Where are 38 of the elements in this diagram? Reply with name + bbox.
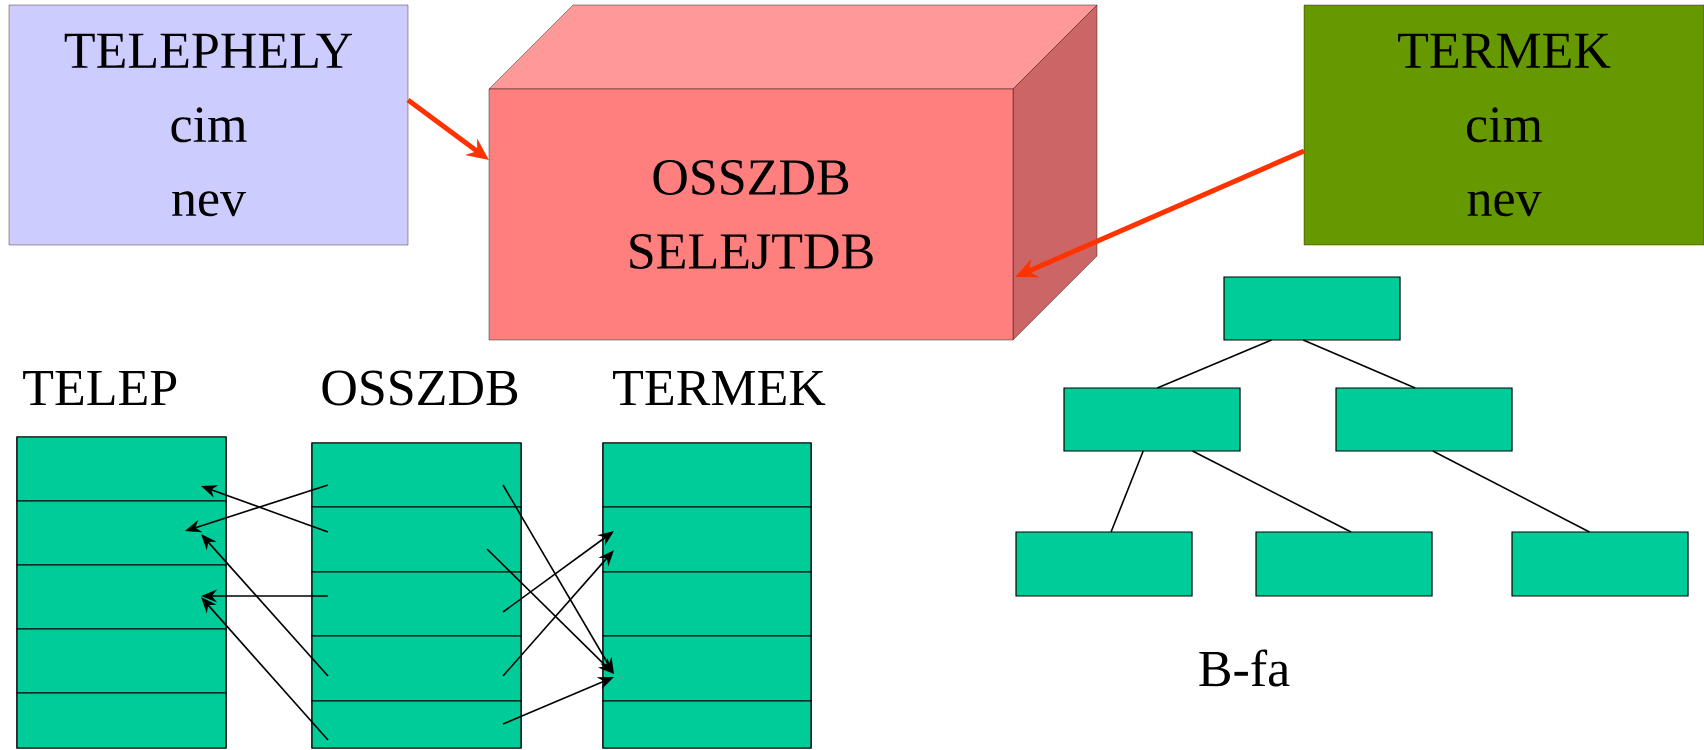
- tree-line: [1156, 339, 1273, 389]
- tree-node-box: [1223, 276, 1401, 341]
- tree-line: [1302, 339, 1416, 389]
- table-row: [16, 500, 227, 566]
- arrow: [502, 550, 614, 677]
- table-row: [16, 436, 227, 502]
- tree-line: [1191, 450, 1352, 533]
- tree-node-box: [1255, 531, 1433, 597]
- table-row: [602, 571, 812, 637]
- entity-box: TERMEK cim nev: [1303, 4, 1704, 246]
- table-row: [16, 564, 227, 630]
- tree-node-box: [1015, 531, 1193, 597]
- tree-line: [1432, 450, 1591, 533]
- table-row: [311, 571, 522, 637]
- table-row: [311, 442, 522, 508]
- table-row: [311, 635, 522, 702]
- table-row: [311, 506, 522, 573]
- tree-node-box: [1063, 387, 1241, 452]
- table-row: [602, 506, 812, 573]
- arrow: [201, 597, 329, 741]
- tree-node-box: [1335, 387, 1513, 452]
- table-row: [16, 692, 227, 749]
- table-heading: TERMEK: [613, 370, 826, 405]
- tree-node-box: [1511, 531, 1689, 597]
- tree-line: [1110, 450, 1144, 533]
- table-row: [311, 700, 522, 749]
- arrow: [502, 531, 614, 613]
- table-row: [602, 635, 812, 702]
- table-heading: OSSZDB: [322, 370, 518, 406]
- arrow: [201, 534, 329, 677]
- caption: B-fa: [1199, 649, 1290, 687]
- arrow: [486, 548, 614, 674]
- table-heading: TELEP: [23, 370, 177, 405]
- table-row: [602, 442, 812, 508]
- table-row: [16, 628, 227, 694]
- cube-drawing: OSSZDB SELEJTDB: [488, 4, 1098, 341]
- entity-box: TELEPHELY cim nev: [8, 4, 409, 246]
- table-row: [602, 700, 812, 749]
